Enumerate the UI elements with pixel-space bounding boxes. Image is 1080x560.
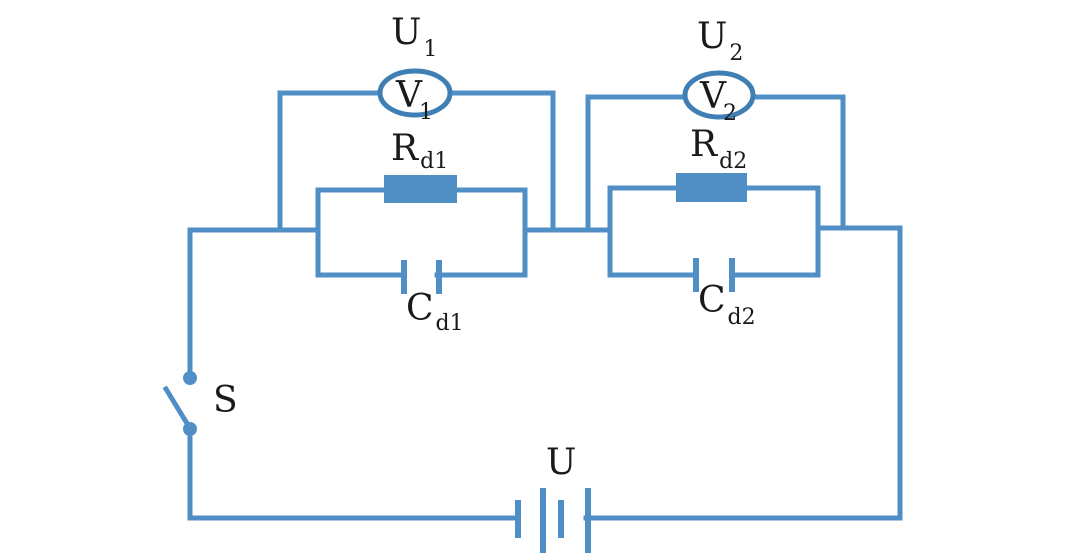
label-rd1: Rd1: [391, 128, 448, 174]
label-u2: U2: [697, 16, 743, 66]
voltmeter2-wire-left: [585, 94, 689, 233]
rc2-wire: [607, 185, 679, 233]
wire-right-bottom: [583, 225, 903, 521]
rc1-wire: [315, 227, 405, 278]
label-switch: S: [213, 380, 238, 421]
voltmeter-1: [377, 68, 453, 118]
rc2-wire: [607, 227, 699, 278]
label-cd2: Cd2: [698, 280, 756, 330]
rc1-wire: [315, 187, 387, 233]
resistor-rd1: [384, 175, 457, 203]
label-u1: U1: [391, 12, 437, 62]
rc2-wire: [730, 185, 821, 278]
label-v2: V2: [699, 76, 737, 126]
resistor-rd2: [676, 173, 747, 202]
voltmeter-2: [682, 70, 756, 120]
switch-lever[interactable]: [162, 385, 192, 429]
label-source: U: [546, 442, 576, 483]
label-v1: V1: [395, 75, 433, 125]
voltmeter1-wire-left: [277, 90, 384, 233]
wire-left-top: [187, 227, 321, 375]
wire-left-bottom: [187, 429, 519, 521]
label-cd1: Cd1: [406, 288, 464, 336]
label-rd2: Rd2: [690, 124, 747, 174]
rc1-wire: [434, 187, 528, 278]
voltmeter1-wire-right: [447, 90, 556, 233]
voltmeter2-wire-right: [750, 94, 846, 231]
switch-terminal-top: [183, 371, 197, 385]
